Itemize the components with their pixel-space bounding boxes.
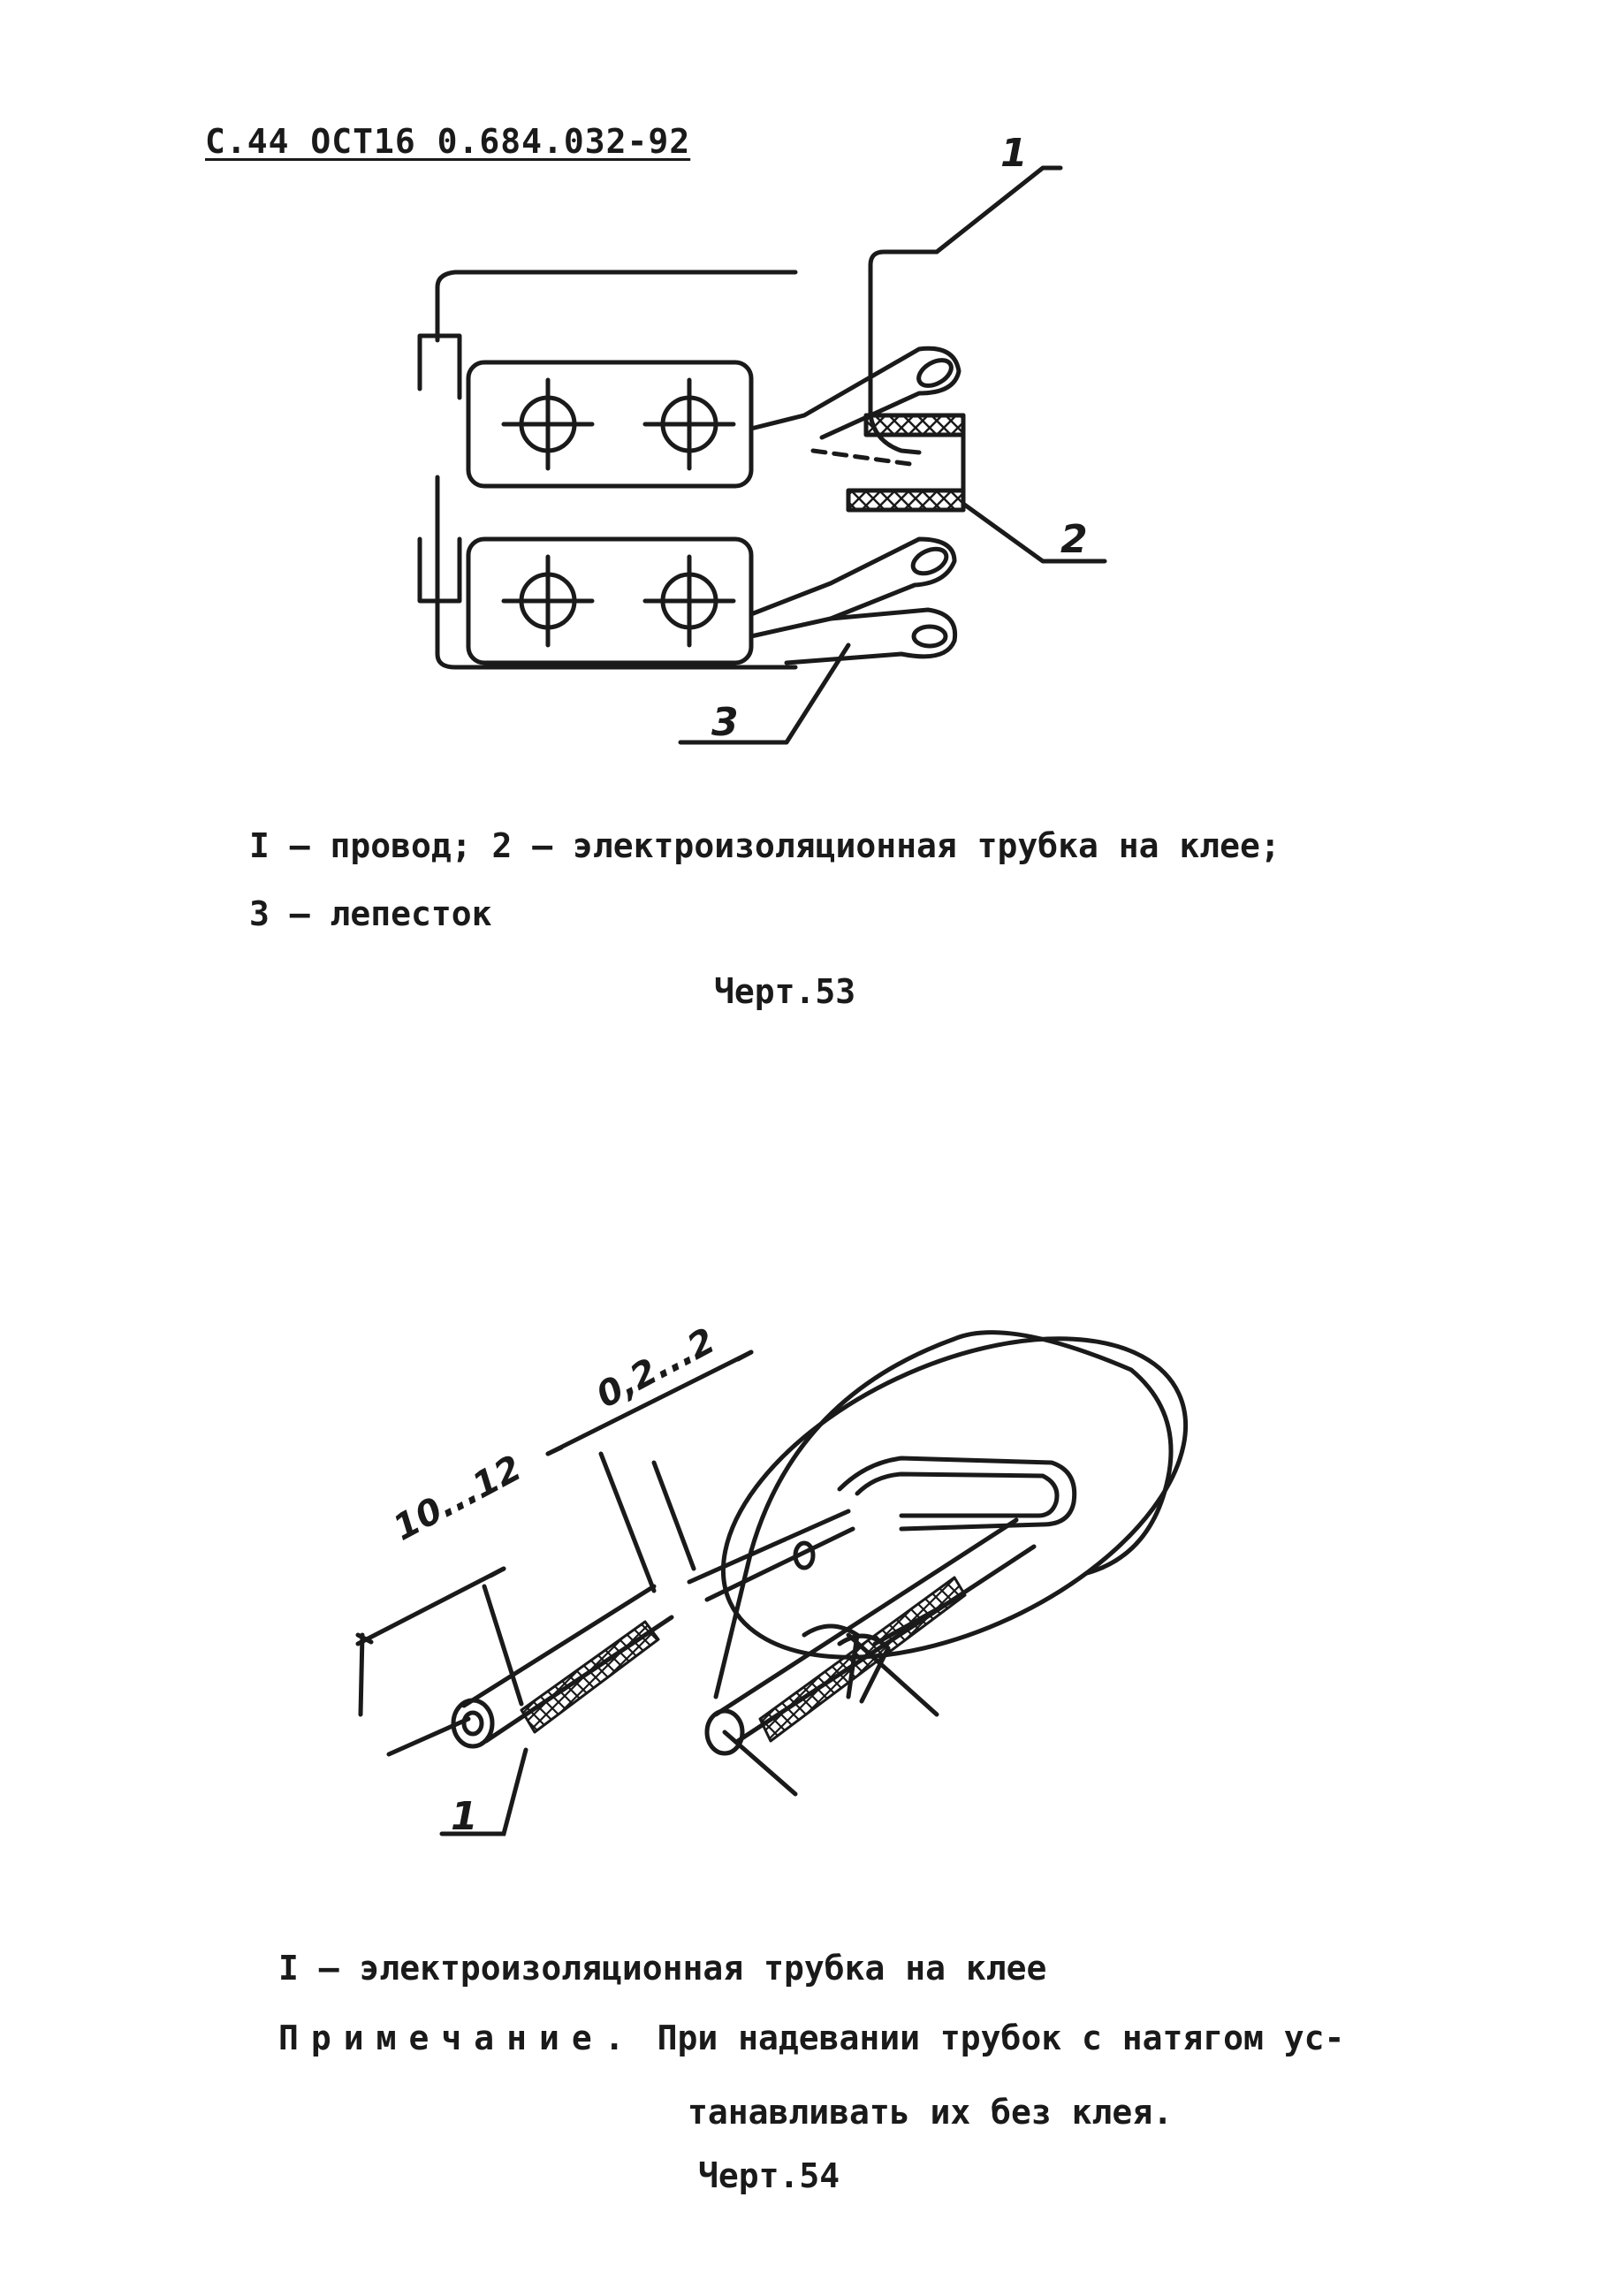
lower-terminal-block (466, 536, 754, 665)
page-header: С.44 ОСТ16 0.684.032-92 (205, 122, 691, 161)
figure-53-title: Черт.53 (714, 972, 856, 1011)
figure-54-legend: I – электроизоляционная трубка на клее (278, 1949, 1047, 1988)
figure-54-note-line-1: Примечание. При надевании трубок с натяг… (278, 2019, 1344, 2057)
callout-2: 2 (1060, 517, 1088, 562)
figure-53-drawing: 1 2 3 (417, 131, 1107, 745)
callout-1: 1 (1000, 131, 1028, 176)
callout-3: 3 (711, 700, 739, 745)
figure-54-drawing: 0,2...2 10...12 1 (355, 1320, 1189, 1839)
note-text-1: При надевании трубок с натягом ус- (657, 2019, 1345, 2057)
figure-54-note-line-2: танавливать их без клея. (688, 2093, 1174, 2132)
note-heading: Примечание. (278, 2019, 637, 2057)
figure-53-legend-line-2: 3 – лепесток (249, 894, 492, 933)
figure-54-title: Черт.54 (698, 2156, 840, 2195)
dimension-left: 10...12 (387, 1448, 528, 1548)
upper-terminal-block (466, 360, 754, 489)
figure-53-legend-line-1: I – провод; 2 – электроизоляционная труб… (249, 826, 1281, 865)
